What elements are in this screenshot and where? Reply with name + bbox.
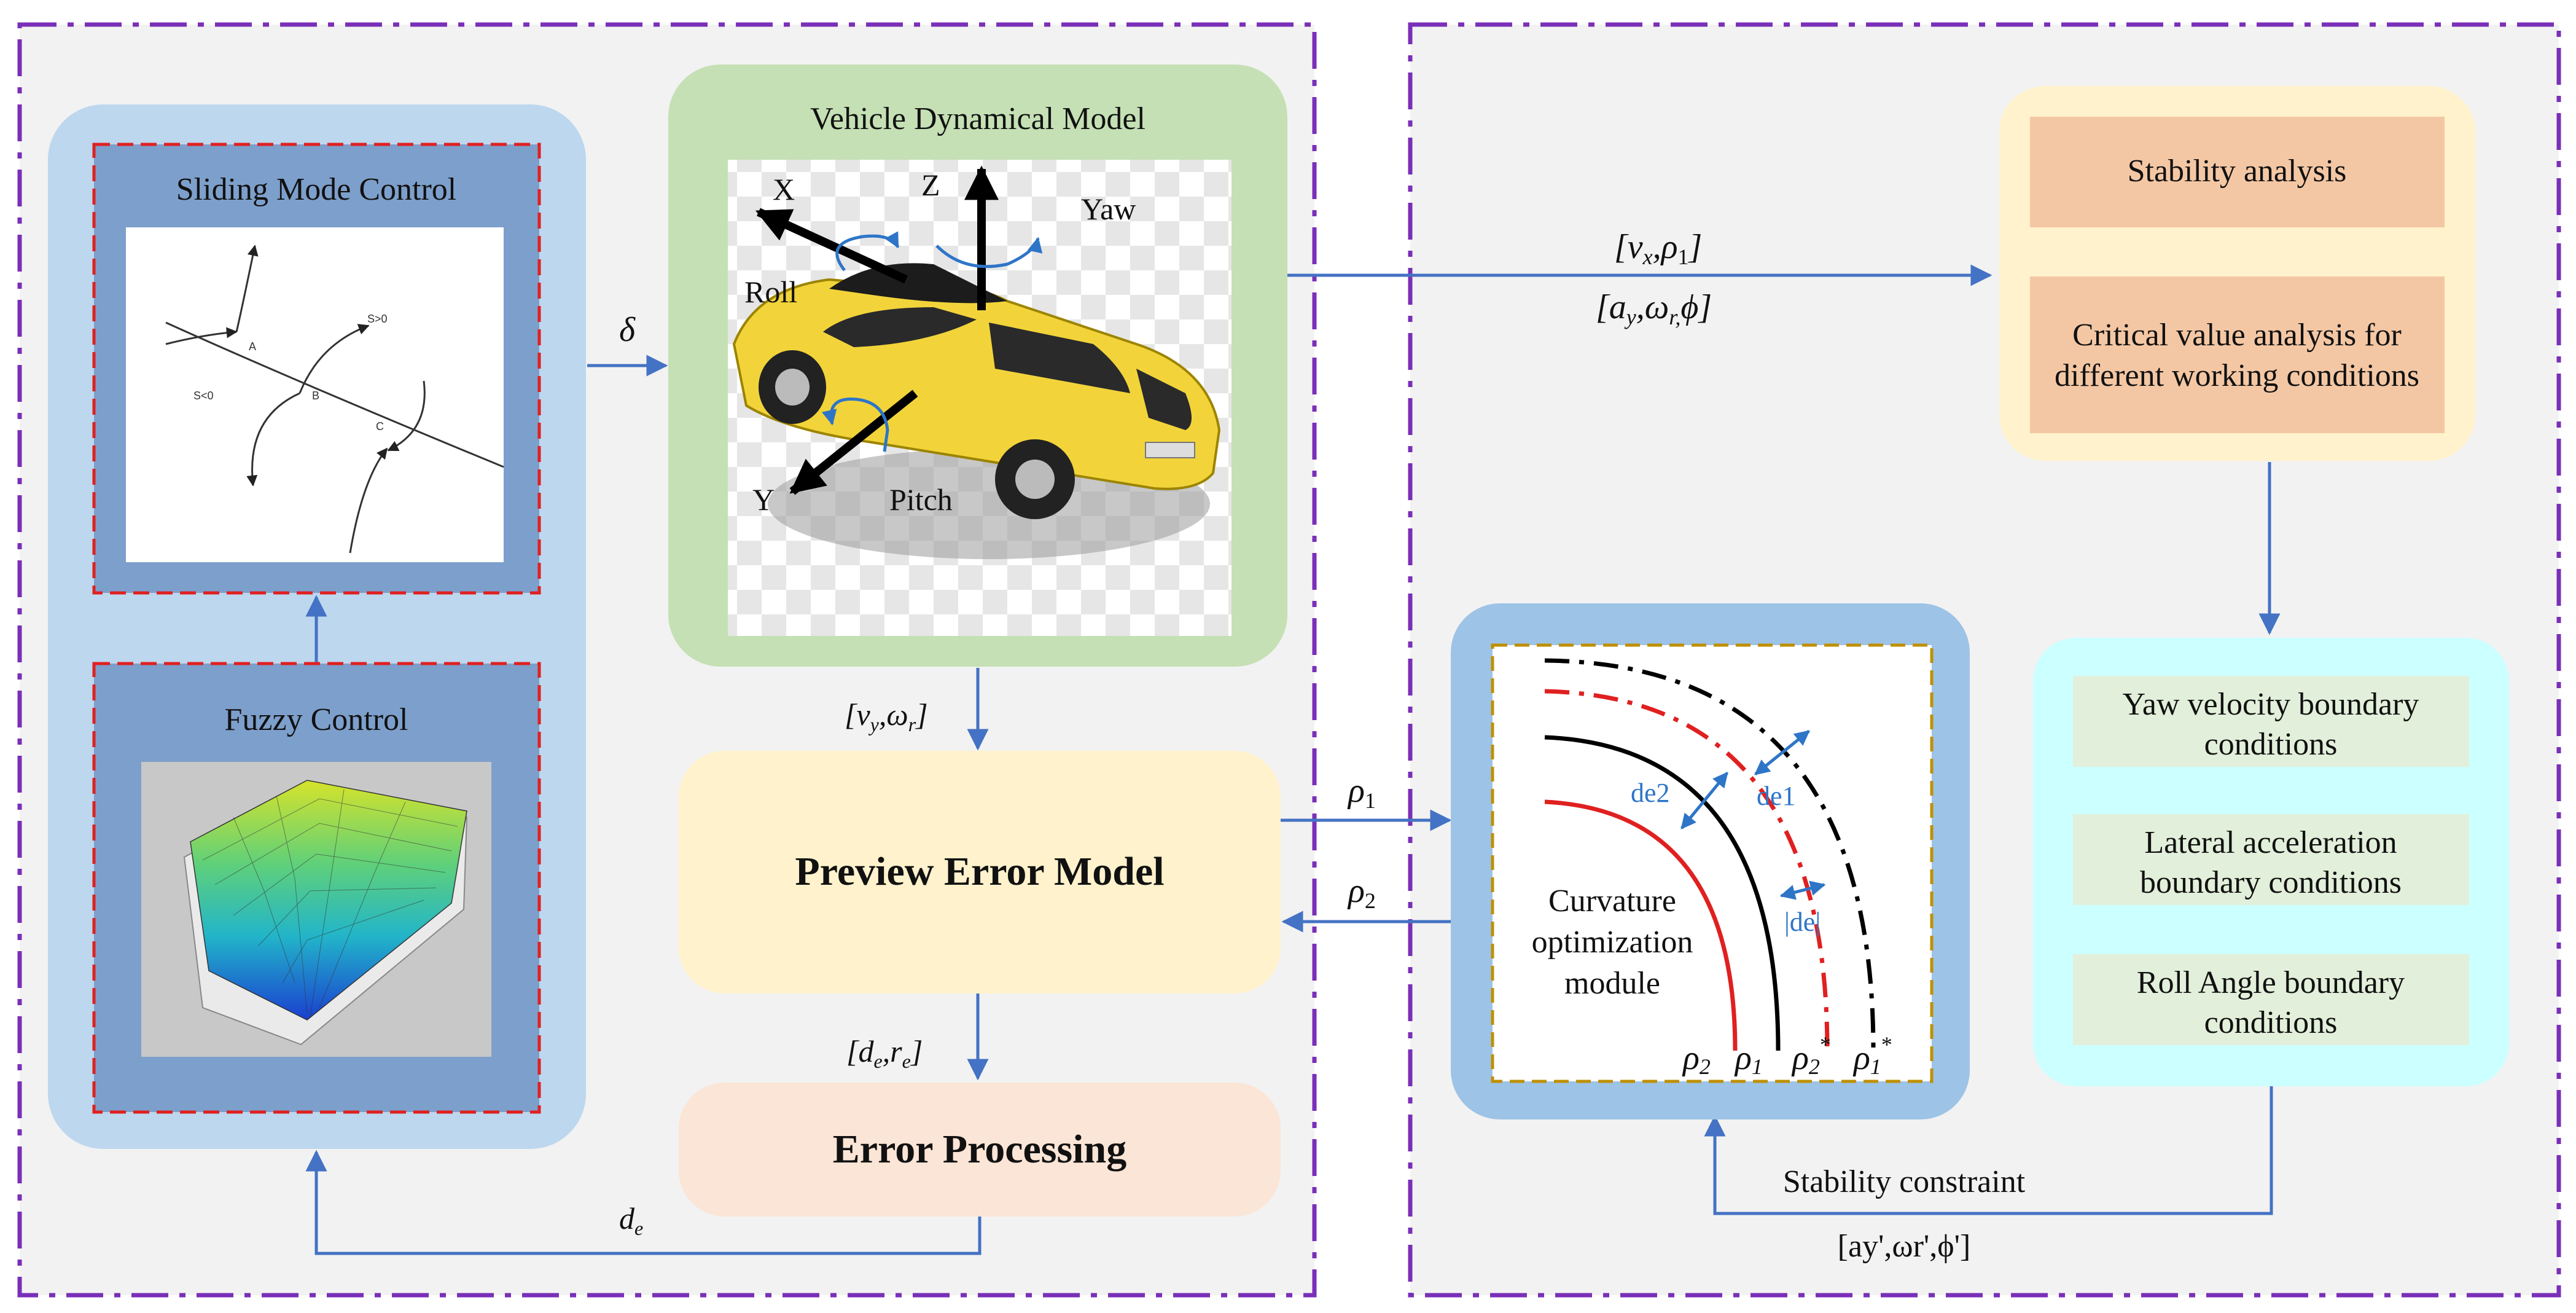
critical-value-line2: different working conditions [2055,358,2419,393]
pitch-label: Pitch [889,482,953,517]
abs-de-label: |de| [1784,907,1821,937]
roll-boundary-line1: Roll Angle boundary [2137,965,2405,1000]
preview-error-model-block [679,751,1281,994]
vy-wr-label: [vy,ωr] [845,697,928,735]
rho2-label: ρ2 [1347,872,1376,913]
lateral-boundary-line2: boundary conditions [2140,865,2402,900]
preview-error-model-title: Preview Error Model [795,849,1164,894]
lateral-boundary-line1: Lateral acceleration [2144,825,2397,860]
sliding-label-b: B [312,390,319,402]
error-processing-block [679,1083,1281,1217]
sliding-label-c: C [376,420,384,433]
sliding-label-s-pos: S>0 [367,313,388,325]
yaw-boundary-line1: Yaw velocity boundary [2123,687,2419,722]
roll-boundary-box [2073,954,2469,1045]
de-re-label: [de,re] [846,1034,923,1072]
lateral-boundary-box [2073,814,2469,905]
curvature-module-line1: Curvature [1548,884,1676,919]
critical-value-line1: Critical value analysis for [2072,318,2402,353]
yaw-boundary-line2: conditions [2204,727,2338,762]
de-feedback-arrow [305,1150,982,1255]
curvature-module-line3: module [1564,966,1660,1001]
yaw-boundary-box [2073,676,2469,767]
axis-x-label: X [773,172,795,206]
axis-y-label: Y [752,482,775,517]
de1-label: de1 [1757,781,1796,811]
curvature-distance-arrows [1680,730,1826,900]
stability-constraint-arrow [1704,1086,2273,1215]
constraint-values-label: [ay',ωr',ϕ'] [1838,1229,1971,1264]
delta-label: δ [619,311,636,349]
sliding-mode-title: Sliding Mode Control [176,172,456,207]
sliding-mode-plot [126,227,504,562]
rho1-label: ρ1 [1347,772,1376,813]
fuzzy-control-title: Fuzzy Control [225,702,408,737]
fuzzy-surface [183,780,468,1046]
yaw-label: Yaw [1081,192,1136,226]
stability-constraint-label: Stability constraint [1783,1164,2026,1199]
stability-analysis-box [2030,117,2445,227]
de2-label: de2 [1631,778,1670,808]
roll-boundary-line2: conditions [2204,1005,2338,1040]
error-processing-title: Error Processing [833,1127,1126,1172]
sliding-label-s-neg: S<0 [193,390,214,402]
critical-value-box [2030,276,2445,433]
axis-z-label: Z [921,168,940,202]
stability-analysis-label: Stability analysis [2128,154,2347,189]
curvature-module-line2: optimization [1532,925,1693,960]
vehicle-model-title: Vehicle Dynamical Model [810,101,1146,136]
sliding-surface-sketch [165,245,504,554]
vehicle-axes [755,165,1043,495]
curvature-plot [1491,643,1934,1083]
vx-rho1-label: [vx,ρ1] [1614,228,1702,269]
sliding-label-a: A [249,340,256,353]
roll-label: Roll [744,275,797,309]
ay-wr-phi-label: [ay,ωr,ϕ] [1596,288,1712,329]
